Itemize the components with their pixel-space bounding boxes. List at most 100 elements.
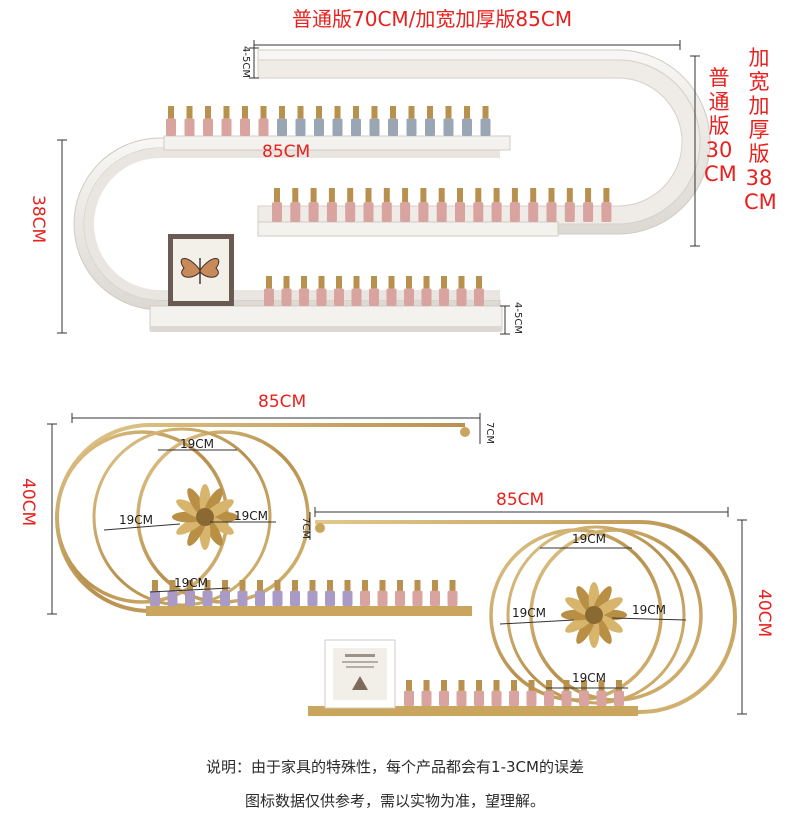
depth-label-part: 版 [748, 142, 770, 166]
left-ring-left-label: 19CM [119, 513, 154, 527]
depth-label-part: 普 [708, 66, 730, 90]
nail-polish-bottle-icon [258, 106, 269, 136]
nail-polish-bottle-icon [579, 680, 589, 706]
nail-polish-bottle-icon [184, 106, 195, 136]
nail-polish-bottle-icon [150, 580, 160, 606]
nail-polish-bottle-icon [272, 580, 283, 606]
nail-polish-bottle-icon [443, 106, 454, 136]
nail-polish-bottle-icon [202, 580, 213, 606]
nail-polish-bottle-icon [473, 188, 484, 222]
left-rack-rail-label: 7CM [484, 422, 495, 444]
nail-polish-bottle-icon [404, 680, 414, 706]
nail-polish-bottle-icon [455, 188, 465, 222]
top-shelf-width-label: 85CM [262, 142, 311, 162]
nail-polish-bottle-icon [237, 580, 248, 606]
nail-polish-bottle-icon [351, 106, 361, 136]
nail-polish-bottle-icon [363, 188, 374, 222]
nail-polish-bottle-icon [447, 580, 458, 606]
right-ring-left-label: 19CM [512, 606, 547, 620]
nail-polish-bottle-icon [255, 580, 265, 606]
nail-polish-bottle-icon [185, 580, 195, 606]
nail-polish-bottle-icon [272, 188, 282, 222]
nail-polish-bottle-icon [345, 188, 356, 222]
nail-polish-bottle-icon [596, 680, 607, 706]
nail-polish-bottle-icon [386, 276, 397, 306]
left-rack-width-label: 85CM [258, 392, 307, 412]
nail-polish-bottle-icon [360, 580, 370, 606]
depth-label-part: 厚 [748, 118, 770, 142]
nail-polish-bottle-icon [564, 188, 575, 222]
butterfly-picture-frame-icon [168, 234, 234, 306]
depth-label-part: 加 [748, 94, 770, 118]
nail-polish-bottle-icon [561, 680, 572, 706]
top-shelf-height-label: 38CM [28, 195, 48, 244]
depth-label-part: 版 [708, 114, 730, 138]
nail-polish-bottle-icon [369, 276, 379, 306]
nail-polish-bottle-icon [308, 188, 319, 222]
nail-polish-bottle-icon [491, 680, 502, 706]
nail-polish-bottle-icon [439, 276, 449, 306]
nail-polish-bottle-icon [325, 580, 335, 606]
nail-polish-bottle-icon [203, 106, 213, 136]
nail-polish-bottle-icon [342, 580, 353, 606]
nail-polish-bottle-icon [436, 188, 447, 222]
gold-flower-ornament-icon [561, 582, 627, 648]
nail-polish-bottle-icon [299, 276, 309, 306]
nail-polish-bottle-icon [316, 276, 327, 306]
nail-polish-bottle-icon [480, 106, 491, 136]
nail-polish-bottle-icon [314, 106, 324, 136]
depth-label-part: 加 [748, 46, 770, 70]
nail-polish-bottle-icon [614, 680, 624, 706]
nail-polish-bottle-icon [290, 188, 301, 222]
nail-polish-bottle-icon [418, 188, 429, 222]
nail-polish-bottle-icon [526, 680, 537, 706]
left-ring-bottom-label: 19CM [174, 576, 209, 590]
nail-polish-bottle-icon [509, 680, 519, 706]
nail-polish-bottle-icon [425, 106, 435, 136]
nail-polish-bottle-icon [221, 106, 232, 136]
gold-flower-ornament-icon [172, 484, 238, 550]
nail-polish-bottle-icon [220, 580, 230, 606]
right-ring-bottom-label: 19CM [572, 671, 607, 685]
depth-label-part: 宽 [748, 70, 770, 94]
nail-polish-bottle-icon [546, 188, 557, 222]
nail-polish-bottle-icon [332, 106, 343, 136]
nail-polish-bottle-icon [166, 106, 176, 136]
nail-polish-bottle-icon [377, 580, 388, 606]
disclaimer-line-2: 图标数据仅供参考，需以实物为准，望理解。 [244, 792, 545, 810]
right-rack-height-label: 40CM [754, 589, 774, 638]
nail-polish-bottle-icon [264, 276, 274, 306]
right-rack-rail-label: 7CM [300, 517, 311, 539]
nail-polish-bottle-icon [474, 680, 484, 706]
depth-label-part: 30 [705, 138, 733, 162]
nail-polish-bottle-icon [388, 106, 398, 136]
left-ring-right-label: 19CM [234, 509, 269, 523]
nail-polish-bottle-icon [240, 106, 250, 136]
nail-polish-bottle-icon [421, 680, 432, 706]
bottom-thickness-label: 4-5CM [512, 302, 523, 334]
nail-polish-bottle-icon [601, 188, 612, 222]
nail-polish-bottle-icon [351, 276, 362, 306]
gold-rack-right [308, 520, 737, 716]
nail-polish-bottle-icon [509, 188, 520, 222]
nail-polish-bottle-icon [421, 276, 432, 306]
nail-polish-bottle-icon [295, 106, 306, 136]
depth-label-part: 38 [745, 166, 773, 190]
white-s-shelf [73, 49, 711, 332]
picture-frame-icon [324, 639, 396, 709]
nail-polish-bottle-icon [404, 276, 414, 306]
dimension-lines [47, 40, 747, 715]
depth-label-part: CM [704, 162, 737, 186]
nail-polish-bottle-icon [544, 680, 554, 706]
nail-polish-bottle-icon [583, 188, 594, 222]
nail-polish-bottle-icon [290, 580, 300, 606]
nail-polish-bottle-icon [430, 580, 440, 606]
nail-polish-bottle-icon [456, 680, 467, 706]
depth-label-part: 通 [708, 90, 730, 114]
depth-label-part: CM [744, 190, 777, 214]
top-thickness-label: 4-5CM [240, 46, 251, 78]
nail-polish-bottle-icon [462, 106, 472, 136]
